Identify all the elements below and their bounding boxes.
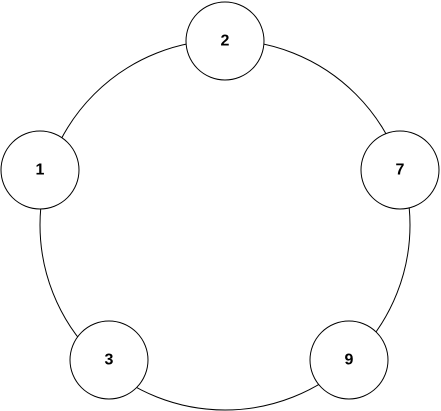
node-3-circle — [69, 320, 149, 400]
node-2-label: 2 — [221, 33, 230, 50]
node-9-label: 9 — [345, 352, 354, 369]
node-3-label: 3 — [105, 352, 114, 369]
node-9[interactable]: 9 — [309, 320, 389, 400]
node-1-label: 1 — [36, 162, 45, 179]
node-7-label: 7 — [396, 162, 405, 179]
node-7-circle — [360, 130, 440, 210]
node-2[interactable]: 2 — [185, 1, 265, 81]
node-9-circle — [309, 320, 389, 400]
node-1[interactable]: 1 — [0, 130, 80, 210]
node-1-circle — [0, 130, 80, 210]
node-2-circle — [185, 1, 265, 81]
node-3[interactable]: 3 — [69, 320, 149, 400]
node-7[interactable]: 7 — [360, 130, 440, 210]
